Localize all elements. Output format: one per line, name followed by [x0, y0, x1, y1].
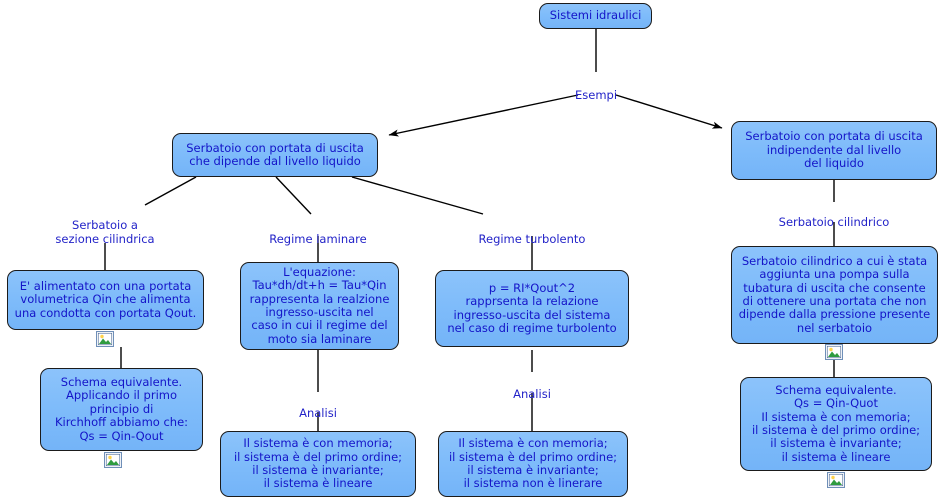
edge-dipende-to-sezione [144, 176, 197, 206]
node-serbatoio-pompa[interactable]: Serbatoio cilindrico a cui è stata aggiu… [731, 246, 938, 344]
node-sistemi-idraulici[interactable]: Sistemi idraulici [539, 3, 652, 29]
link-label-text: Serbatoio cilindrico [778, 215, 890, 230]
node-schema-kirchhoff[interactable]: Schema equivalente. Applicando il primo … [40, 368, 203, 451]
link-label-sezione-cilindrica[interactable]: Serbatoio a sezione cilindrica [45, 206, 165, 246]
node-label: Serbatoio con portata di uscita indipend… [745, 129, 923, 171]
node-equazione-laminare[interactable]: L'equazione: Tau*dh/dt+h = Tau*Qin rappr… [240, 262, 399, 350]
link-label-text: Analisi [513, 387, 551, 402]
picture-icon[interactable] [825, 344, 843, 360]
node-label: Serbatoio con portata di uscita che dipe… [186, 140, 364, 168]
link-label-text: Serbatoio a sezione cilindrica [55, 218, 155, 246]
node-label: E' alimentato con una portata volumetric… [14, 278, 197, 320]
link-label-serbatoio-cilindrico[interactable]: Serbatoio cilindrico [768, 203, 900, 230]
picture-icon[interactable] [104, 452, 122, 468]
edge-dipende-to-laminare [275, 176, 312, 215]
link-label-text: Regime laminare [269, 232, 367, 247]
picture-icon[interactable] [827, 472, 845, 488]
node-label: Schema equivalente. Applicando il primo … [54, 374, 189, 443]
link-label-text: Regime turbolento [478, 232, 586, 247]
node-serbatoio-indipendente[interactable]: Serbatoio con portata di uscita indipend… [731, 121, 937, 180]
node-serbatoio-dipende[interactable]: Serbatoio con portata di uscita che dipe… [172, 133, 378, 177]
picture-icon-glyph [829, 474, 843, 486]
picture-icon-glyph [98, 333, 112, 345]
picture-icon[interactable] [96, 331, 114, 347]
node-label: Serbatoio cilindrico a cui è stata aggiu… [738, 253, 931, 335]
node-alimentato-portata[interactable]: E' alimentato con una portata volumetric… [7, 270, 204, 330]
node-label: Schema equivalente. Qs = Qin-Quot Il sis… [751, 382, 921, 464]
picture-icon-glyph [827, 346, 841, 358]
link-label-text: Esempi [574, 88, 618, 103]
node-equazione-turbolento[interactable]: p = RI*Qout^2 rapprsenta la relazione in… [435, 270, 629, 347]
node-label: Il sistema è con memoria; il sistema è d… [233, 436, 403, 491]
link-label-esempi[interactable]: Esempi [546, 76, 646, 103]
node-label: Sistemi idraulici [549, 8, 642, 23]
node-schema-pompa[interactable]: Schema equivalente. Qs = Qin-Quot Il sis… [740, 377, 932, 471]
node-label: p = RI*Qout^2 rapprsenta la relazione in… [447, 280, 617, 335]
node-analisi-turbolento[interactable]: Il sistema è con memoria; il sistema è d… [438, 431, 628, 497]
link-label-regime-turbolento[interactable]: Regime turbolento [471, 220, 593, 247]
link-label-regime-laminare[interactable]: Regime laminare [258, 220, 378, 247]
node-label: Il sistema è con memoria; il sistema è d… [448, 436, 618, 491]
edge-dipende-to-turbolento [351, 176, 484, 215]
link-label-text: Analisi [299, 406, 337, 421]
link-label-analisi-laminare[interactable]: Analisi [288, 394, 348, 421]
link-label-analisi-turbolento[interactable]: Analisi [502, 375, 562, 402]
picture-icon-glyph [106, 454, 120, 466]
node-label: L'equazione: Tau*dh/dt+h = Tau*Qin rappr… [249, 264, 390, 346]
node-analisi-laminare[interactable]: Il sistema è con memoria; il sistema è d… [220, 431, 416, 497]
